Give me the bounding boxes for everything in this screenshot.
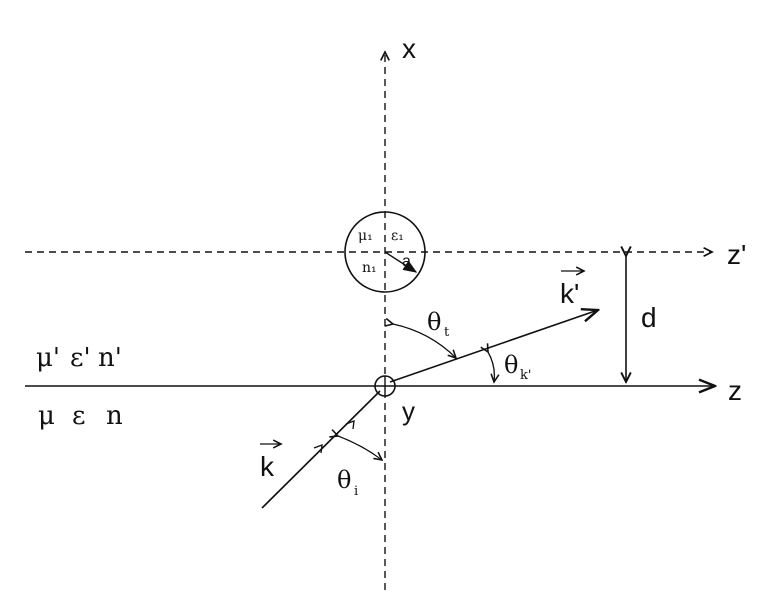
theta-t-label: θ xyxy=(427,308,441,336)
incident-ray-arrowhead xyxy=(313,444,323,454)
theta-k-arc xyxy=(488,352,494,382)
sphere-mu-label: μ₁ xyxy=(358,228,373,244)
theta-t-sub: t xyxy=(444,325,450,340)
theta-i-sub: i xyxy=(354,484,358,499)
theta-i-label: θ xyxy=(337,466,351,494)
k-prime-vector-label: k' xyxy=(560,278,579,309)
theta-k-sub: k' xyxy=(520,368,531,383)
sphere-radius-label: a xyxy=(402,253,411,270)
x-axis-label: x xyxy=(402,33,416,64)
upper-medium-epsilon: ε' xyxy=(70,343,91,373)
sphere xyxy=(344,211,426,293)
distance-label: d xyxy=(641,302,657,333)
lower-medium-epsilon: ε xyxy=(72,401,85,431)
upper-medium-mu: μ' xyxy=(36,343,60,373)
theta-t-arc xyxy=(393,324,456,358)
theta-i-arc xyxy=(338,436,382,460)
z-prime-label: z' xyxy=(727,239,746,270)
sphere-radius-line xyxy=(384,251,418,273)
lower-medium-n: n xyxy=(106,401,123,431)
y-axis-label: y xyxy=(402,396,415,426)
k-vector-label: k xyxy=(260,451,275,482)
z-axis-label: z xyxy=(728,375,742,406)
lower-medium-mu: μ xyxy=(38,401,55,431)
sphere-epsilon-label: ε₁ xyxy=(391,228,404,244)
upper-medium-n: n' xyxy=(98,343,122,373)
sphere-n-label: n₁ xyxy=(362,260,377,276)
theta-k-label: θ xyxy=(504,351,518,379)
incident-ray-arrowhead-2 xyxy=(345,420,355,430)
